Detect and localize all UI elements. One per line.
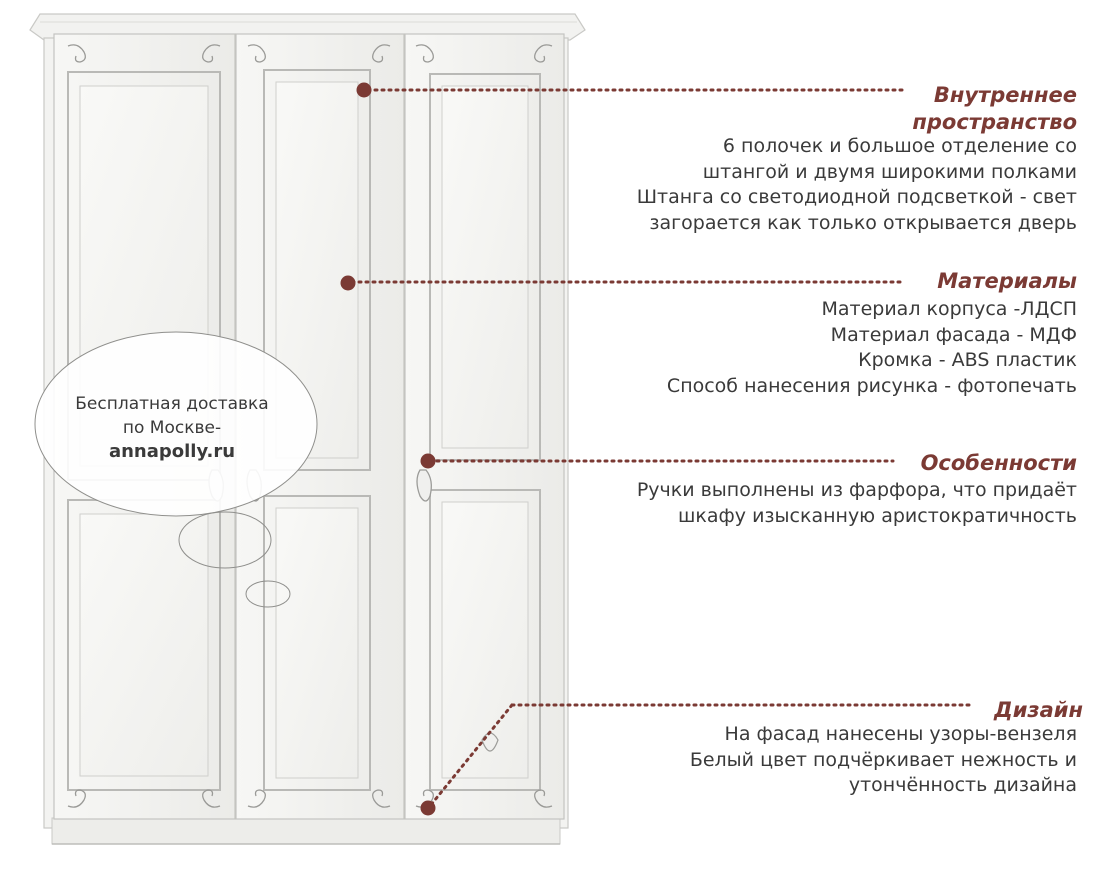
section-heading-features: Особенности <box>921 450 1077 477</box>
callout-lines <box>350 88 974 808</box>
middle-door-lower-panel <box>263 495 371 791</box>
delivery-badge: Бесплатная доставка по Москве- annapolly… <box>42 392 302 464</box>
callout-dot-icon <box>340 82 436 816</box>
section-heading-line: Особенности <box>920 451 1077 475</box>
description-line: Штанга со светодиодной подсветкой - свет <box>636 186 1077 208</box>
description-line: Кромка - ABS пластик <box>858 349 1077 371</box>
description-line: Белый цвет подчёркивает нежность и <box>689 748 1077 771</box>
ornament-icon <box>415 44 553 808</box>
right-door-upper-panel <box>429 73 541 461</box>
handle-highlight-outline <box>245 580 291 608</box>
right-door <box>404 33 565 820</box>
description-line: Материал корпуса -ЛДСП <box>821 298 1077 320</box>
description-line: штангой и двумя широкими полками <box>702 160 1077 183</box>
section-heading-design: Дизайн <box>994 697 1083 724</box>
description-line: Ручки выполнены из фарфора, что придаёт <box>636 479 1077 501</box>
section-heading-line: Дизайн <box>993 698 1083 722</box>
delivery-line: по Москве- <box>122 418 222 438</box>
right-door-lower-panel <box>429 489 541 791</box>
delivery-badge-outline <box>34 331 318 517</box>
description-line: Способ нанесения рисунка - фотопечать <box>666 374 1077 397</box>
description-line: загорается как только открывается дверь <box>649 211 1077 234</box>
section-heading-line: Внутреннее <box>933 83 1077 107</box>
ornament-icon <box>247 44 391 808</box>
handle-highlight-outline <box>178 511 272 569</box>
description-line: На фасад нанесены узоры-вензеля <box>724 723 1077 745</box>
door-handle-icon <box>416 469 432 502</box>
description-line: 6 полочек и большое отделение со <box>722 135 1077 157</box>
section-heading-line: пространство <box>912 110 1077 134</box>
description-line: шкафу изысканную аристократичность <box>678 504 1077 527</box>
ornament-icon <box>67 44 221 808</box>
section-description-design: На фасад нанесены узоры-вензеля Белый цв… <box>690 722 1077 799</box>
section-heading-materials: Материалы <box>937 268 1077 295</box>
section-description-materials: Материал корпуса -ЛДСП Материал фасада -… <box>667 297 1077 399</box>
delivery-site-link[interactable]: annapolly.ru <box>108 441 236 462</box>
description-line: Материал фасада - МДФ <box>830 323 1077 346</box>
section-heading-interior: Внутреннее пространство <box>912 82 1077 136</box>
description-line: утончённость дизайна <box>848 774 1077 796</box>
section-description-features: Ручки выполнены из фарфора, что придаёт … <box>637 478 1077 529</box>
left-door-lower-panel <box>67 499 221 791</box>
delivery-line: Бесплатная доставка <box>75 394 269 414</box>
section-description-interior: 6 полочек и большое отделение со штангой… <box>637 134 1077 236</box>
section-heading-line: Материалы <box>937 269 1077 293</box>
